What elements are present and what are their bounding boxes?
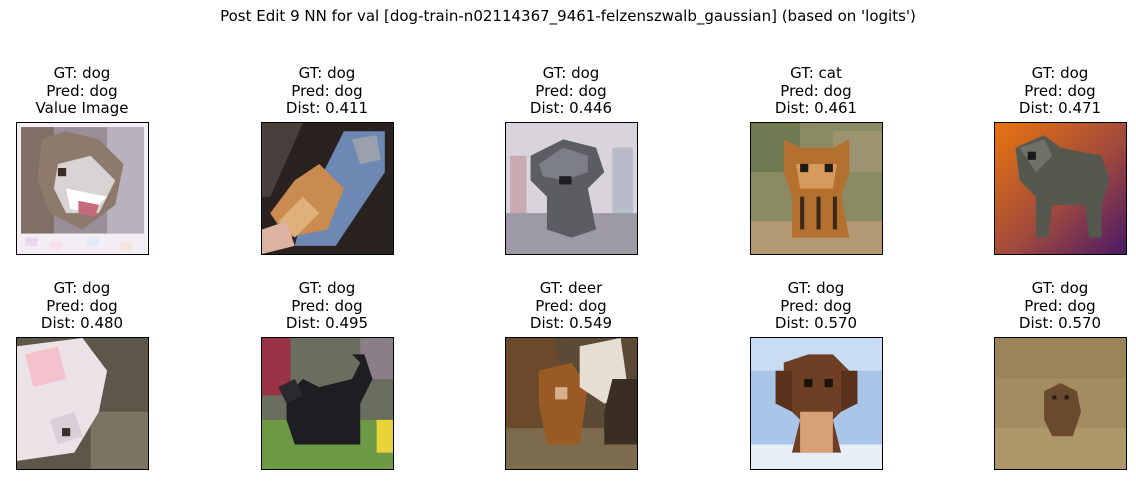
info-label: Value Image xyxy=(35,99,129,117)
thumbnail-image xyxy=(260,336,394,470)
gt-label: GT: dog xyxy=(298,279,356,297)
neighbor-panel-9: GT: dog Pred: dog Dist: 0.570 xyxy=(960,279,1136,470)
neighbor-panel-6: GT: dog Pred: dog Dist: 0.495 xyxy=(227,279,427,470)
info-label: Dist: 0.570 xyxy=(1018,314,1102,332)
thumbnail-image xyxy=(15,336,149,470)
pred-label: Pred: dog xyxy=(46,81,118,100)
gt-label: GT: dog xyxy=(1031,279,1089,297)
neighbor-panel-8: GT: dog Pred: dog Dist: 0.570 xyxy=(716,279,916,470)
thumbnail-image xyxy=(749,336,883,470)
gt-label: GT: dog xyxy=(542,64,600,82)
thumbnail-image xyxy=(15,121,149,255)
gt-label: GT: dog xyxy=(787,279,845,297)
gt-label: GT: dog xyxy=(1031,64,1089,82)
neighbor-panel-1: GT: dog Pred: dog Dist: 0.411 xyxy=(227,64,427,255)
thumbnail-image xyxy=(504,336,638,470)
pred-label: Pred: dog xyxy=(1024,296,1096,315)
info-label: Dist: 0.471 xyxy=(1018,99,1102,117)
pred-label: Pred: dog xyxy=(780,81,852,100)
gt-label: GT: dog xyxy=(298,64,356,82)
pred-label: Pred: dog xyxy=(1024,81,1096,100)
neighbor-panel-2: GT: dog Pred: dog Dist: 0.446 xyxy=(471,64,671,255)
thumbnail-image xyxy=(993,336,1127,470)
pred-label: Pred: dog xyxy=(291,81,363,100)
info-label: Dist: 0.446 xyxy=(529,99,613,117)
info-label: Dist: 0.461 xyxy=(774,99,858,117)
pred-label: Pred: dog xyxy=(780,296,852,315)
info-label: Dist: 0.549 xyxy=(529,314,613,332)
info-label: Dist: 0.495 xyxy=(285,314,369,332)
thumbnail-image xyxy=(260,121,394,255)
info-label: Dist: 0.480 xyxy=(40,314,124,332)
thumbnail-image xyxy=(504,121,638,255)
figure-title: Post Edit 9 NN for val [dog-train-n02114… xyxy=(220,7,916,25)
gt-label: GT: dog xyxy=(53,279,111,297)
gt-label: GT: dog xyxy=(53,64,111,82)
pred-label: Pred: dog xyxy=(46,296,118,315)
pred-label: Pred: dog xyxy=(535,81,607,100)
pred-label: Pred: dog xyxy=(535,296,607,315)
neighbor-panel-value: GT: dog Pred: dog Value Image xyxy=(0,64,182,255)
info-label: Dist: 0.411 xyxy=(285,99,369,117)
gt-label: GT: cat xyxy=(790,64,842,82)
thumbnail-image xyxy=(749,121,883,255)
neighbor-panel-5: GT: dog Pred: dog Dist: 0.480 xyxy=(0,279,182,470)
thumbnail-image xyxy=(993,121,1127,255)
neighbor-panel-4: GT: dog Pred: dog Dist: 0.471 xyxy=(960,64,1136,255)
neighbor-panel-3: GT: cat Pred: dog Dist: 0.461 xyxy=(716,64,916,255)
pred-label: Pred: dog xyxy=(291,296,363,315)
gt-label: GT: deer xyxy=(539,279,603,297)
info-label: Dist: 0.570 xyxy=(774,314,858,332)
neighbor-panel-7: GT: deer Pred: dog Dist: 0.549 xyxy=(471,279,671,470)
